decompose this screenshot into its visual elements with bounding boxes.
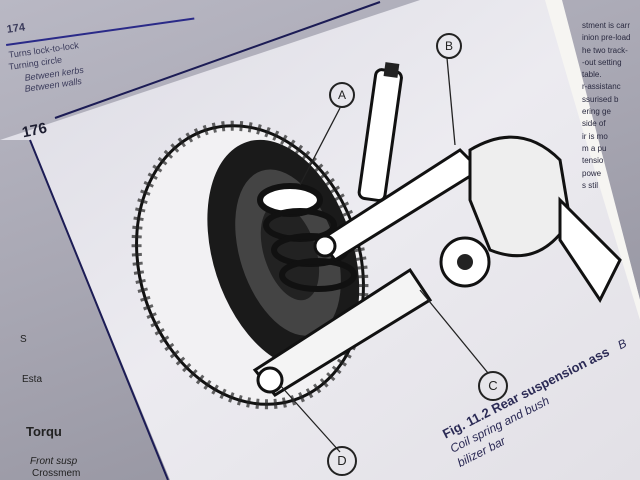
text-line: inion pre-load	[582, 33, 631, 43]
header-rule	[54, 1, 381, 119]
text-line: tensio	[582, 156, 604, 166]
leader-line-c	[419, 289, 489, 374]
hub-flange-center	[457, 254, 473, 270]
shock-absorber	[357, 62, 403, 202]
callout-c: C	[478, 371, 508, 401]
callout-a: A	[329, 82, 355, 108]
left-fragment: Crossmem	[32, 468, 81, 479]
page-curl-highlight	[545, 0, 640, 320]
leader-lines	[279, 57, 489, 453]
text-line: stment is carr	[582, 21, 631, 30]
leader-line-a	[299, 107, 341, 186]
left-fragment: S	[20, 334, 27, 345]
leader-line-b	[446, 57, 456, 146]
differential	[468, 135, 572, 258]
text-line: side of	[582, 119, 606, 129]
left-fragment: Esta	[22, 374, 43, 385]
text-line: ir is mo	[582, 131, 608, 141]
subframe-bracket	[558, 196, 622, 303]
left-fragment: Front susp	[30, 456, 78, 467]
text-line: table.	[582, 70, 602, 80]
left-fragment: Torqu	[26, 424, 62, 439]
callout-b: B	[436, 33, 462, 59]
right-column-text: stment is carr inion pre-load he two tra…	[582, 20, 638, 192]
text-line: ssurised b	[582, 94, 619, 104]
text-line: -out setting	[582, 57, 622, 67]
text-line: m a pu	[582, 143, 607, 153]
text-line: s stil	[582, 180, 598, 190]
leader-line-d	[279, 384, 341, 453]
text-line: powe	[582, 168, 602, 178]
upper-arm-bush	[313, 234, 337, 258]
lower-arm-bush	[256, 366, 284, 394]
margin-rule	[29, 139, 169, 480]
text-line: ering ge	[582, 107, 611, 117]
callout-d: D	[327, 446, 357, 476]
text-line: r-assistanc	[582, 82, 621, 92]
text-line: he two track-	[582, 45, 628, 55]
wheel-hub	[260, 203, 320, 301]
